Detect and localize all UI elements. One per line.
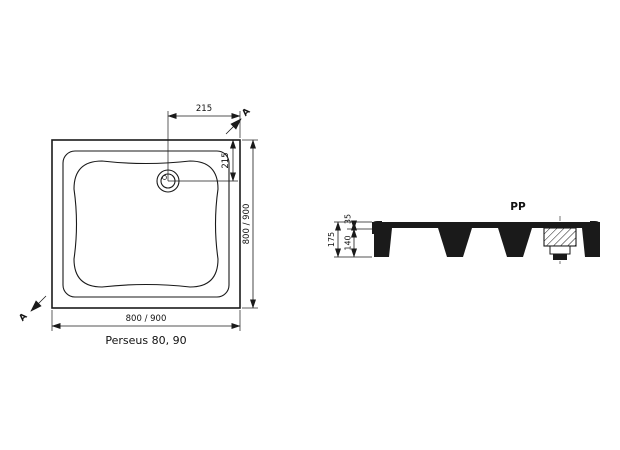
- product-title: Perseus 80, 90: [105, 334, 186, 347]
- dimension-value: 175: [327, 232, 336, 247]
- siphon-hatch: [544, 228, 576, 246]
- dimension-value: 215: [221, 152, 231, 168]
- tray-inner-rim: [62, 150, 230, 298]
- dimension-rim-height: 35: [344, 214, 357, 231]
- section-letter: A: [18, 312, 30, 324]
- tray-slab-band: [372, 222, 600, 228]
- dimension-total-height: 175: [327, 221, 341, 258]
- dimension-plan-width: 800 / 900: [51, 310, 241, 331]
- section-arrow: [30, 295, 47, 312]
- drain-highlight: [162, 175, 167, 180]
- tray-foot-mid2: [498, 228, 532, 257]
- dimension-plan-height: 800 / 900: [242, 139, 258, 309]
- siphon-outlet: [553, 254, 567, 260]
- section-letter: A: [241, 107, 253, 119]
- drain-outer-circle: [156, 169, 180, 193]
- dimension-value: 800 / 900: [126, 314, 167, 324]
- dimension-value: 215: [196, 104, 212, 114]
- dimension-value: 35: [344, 214, 353, 224]
- section-marker-bottom: A: [18, 295, 47, 324]
- plan-view: 215 215 800 / 900 800 / 900 A: [18, 104, 258, 347]
- drain-inner-circle: [160, 173, 176, 189]
- section-view-label: PP: [510, 201, 526, 213]
- tray-foot-right: [582, 228, 600, 257]
- dimension-value: 140: [344, 235, 353, 250]
- section-marker-top: A: [225, 107, 253, 135]
- tray-foot-left: [374, 228, 392, 257]
- tray-basin: [73, 160, 219, 288]
- tray-outer-edge: [51, 139, 241, 309]
- tray-foot-mid1: [438, 228, 472, 257]
- dimension-drain-top-offset: 215: [167, 104, 241, 138]
- dimension-body-height: 140: [344, 228, 357, 258]
- siphon: [543, 227, 577, 260]
- section-view: PP 175 35: [327, 201, 600, 264]
- dimension-value: 800 / 900: [242, 204, 252, 245]
- siphon-cup: [549, 245, 571, 255]
- section-arrow: [225, 118, 242, 135]
- drain: [156, 169, 180, 193]
